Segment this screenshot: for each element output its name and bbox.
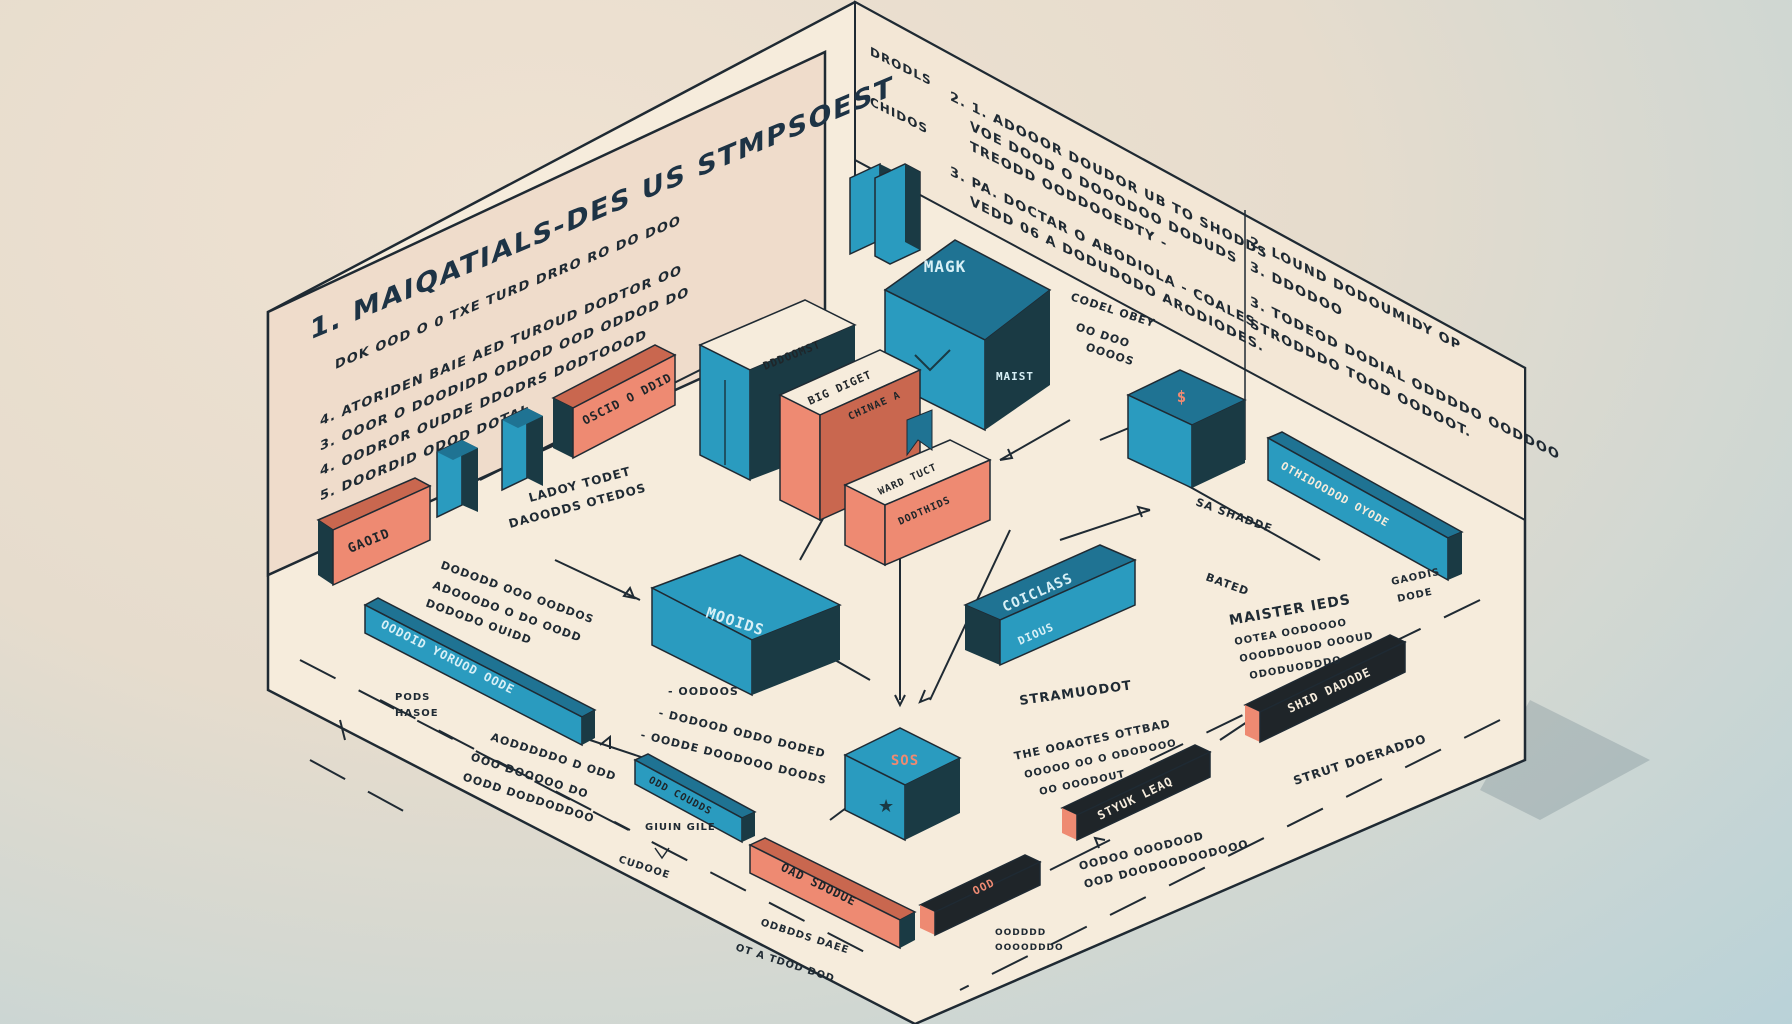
label-mid-note-1: - OODOOS [668, 685, 739, 698]
label-giuin: GIUIN GILE [645, 822, 716, 833]
label-pods: PODS [395, 692, 430, 703]
box-magk-label: MAGK [924, 257, 967, 276]
box-teal-small-1 [436, 438, 478, 519]
box-teal-tall-2 [874, 163, 921, 265]
label-bottom-small-1: OODDDD [995, 928, 1046, 938]
box-teal-small-2 [501, 406, 543, 492]
floor-dashes [299, 599, 1501, 991]
box-dollar[interactable]: $ [1126, 369, 1247, 490]
box-sos[interactable]: SOS ★ [843, 727, 962, 842]
box-gaoid[interactable]: GAOID [316, 477, 432, 587]
box-magk[interactable]: MAGK MAIST [883, 239, 1052, 432]
box-sos-label: SOS [891, 753, 919, 769]
box-dollar-label: $ [1177, 387, 1188, 406]
bookmark-ribbon [906, 409, 933, 457]
label-hasoe: HASOE [395, 708, 439, 719]
bar-ood[interactable]: OOD [918, 854, 1042, 937]
box-coiclass[interactable]: COICLASS DIOUS [963, 544, 1137, 667]
star-icon: ★ [878, 796, 894, 817]
box-maist-label: MAIST [996, 370, 1034, 383]
label-bottom-small-2: OOOODDDO [995, 943, 1064, 953]
box-ward-tuct[interactable]: WARD TUCT DODTHIDS [843, 439, 992, 567]
bar-othiaodd[interactable]: OTHIDOODOD OYODE [1266, 431, 1464, 582]
box-mooids[interactable]: MOOIDS [650, 554, 842, 697]
